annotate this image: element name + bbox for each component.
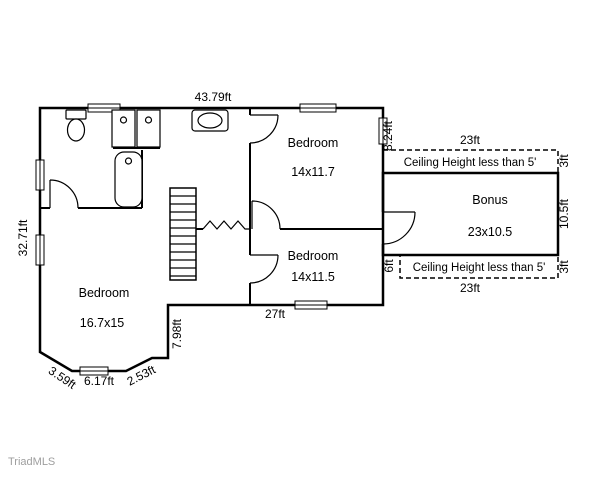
stair-break-line	[202, 220, 250, 230]
room-bedroom-left-size: 16.7x15	[80, 316, 125, 330]
dim-bay-right: 2.53ft	[125, 362, 159, 388]
room-bonus-name: Bonus	[472, 193, 507, 207]
bonus-room-outline	[381, 171, 560, 257]
door-arc-bedroom-left	[49, 179, 79, 209]
dim-hall-width: 27ft	[265, 307, 286, 321]
bathtub-icon	[114, 151, 143, 208]
room-bedroom-middle-size: 14x11.5	[291, 270, 335, 284]
door-arc-bedroom-top	[251, 200, 281, 230]
dim-bonus-left: 6ft	[382, 259, 396, 273]
window	[35, 234, 45, 266]
main-house-outline	[38, 106, 385, 373]
dim-bonus-width-top: 23ft	[460, 133, 481, 147]
room-bonus-size: 23x10.5	[468, 225, 513, 239]
shower-stall-icon	[136, 109, 161, 148]
dim-right-upper: 8.24ft	[381, 120, 395, 151]
dim-top-width: 43.79ft	[195, 90, 232, 104]
door-arc-bedroom-middle	[249, 254, 279, 284]
dim-bonus-right-middle: 10.5ft	[557, 198, 571, 229]
window	[299, 103, 337, 113]
staircase-outline	[169, 187, 197, 281]
bonus-wing	[381, 149, 560, 279]
bathroom-fixtures	[65, 109, 229, 208]
ceiling-note-bottom: Ceiling Height less than 5'	[413, 262, 546, 274]
dim-left-height: 32.71ft	[16, 219, 30, 256]
window	[378, 117, 388, 145]
staircase	[169, 187, 197, 281]
dim-bonus-right-upper: 3ft	[557, 154, 571, 168]
shower-stall-icon	[111, 109, 136, 148]
windows	[35, 103, 388, 376]
room-bedroom-top-name: Bedroom	[288, 136, 339, 150]
doors	[49, 114, 416, 284]
dim-bonus-right-lower: 3ft	[557, 260, 571, 274]
watermark: TriadMLS	[8, 456, 55, 468]
window	[35, 159, 45, 191]
dim-bay-center: 6.17ft	[84, 374, 115, 388]
dim-bonus-width-bottom: 23ft	[460, 281, 481, 295]
door-arc-hall	[249, 114, 279, 144]
door-arc-bonus	[382, 211, 416, 245]
sink-icon	[191, 109, 229, 132]
toilet-icon	[65, 109, 87, 142]
window	[294, 300, 328, 310]
room-bedroom-middle-name: Bedroom	[288, 249, 339, 263]
room-labels: Bedroom 14x11.7 Bonus 23x10.5 Bedroom 14…	[79, 136, 546, 330]
window	[79, 366, 109, 376]
dim-bay-left: 3.59ft	[46, 363, 79, 392]
low-ceiling-area-bottom	[399, 254, 559, 279]
low-ceiling-area-top	[382, 149, 559, 174]
room-bedroom-left-name: Bedroom	[79, 286, 130, 300]
ceiling-note-top: Ceiling Height less than 5'	[404, 157, 537, 169]
exterior-walls	[38, 106, 385, 373]
staircase-treads	[170, 195, 196, 277]
dim-step-height: 7.98ft	[170, 318, 184, 349]
room-bedroom-top-size: 14x11.7	[291, 165, 335, 179]
window	[87, 103, 121, 113]
